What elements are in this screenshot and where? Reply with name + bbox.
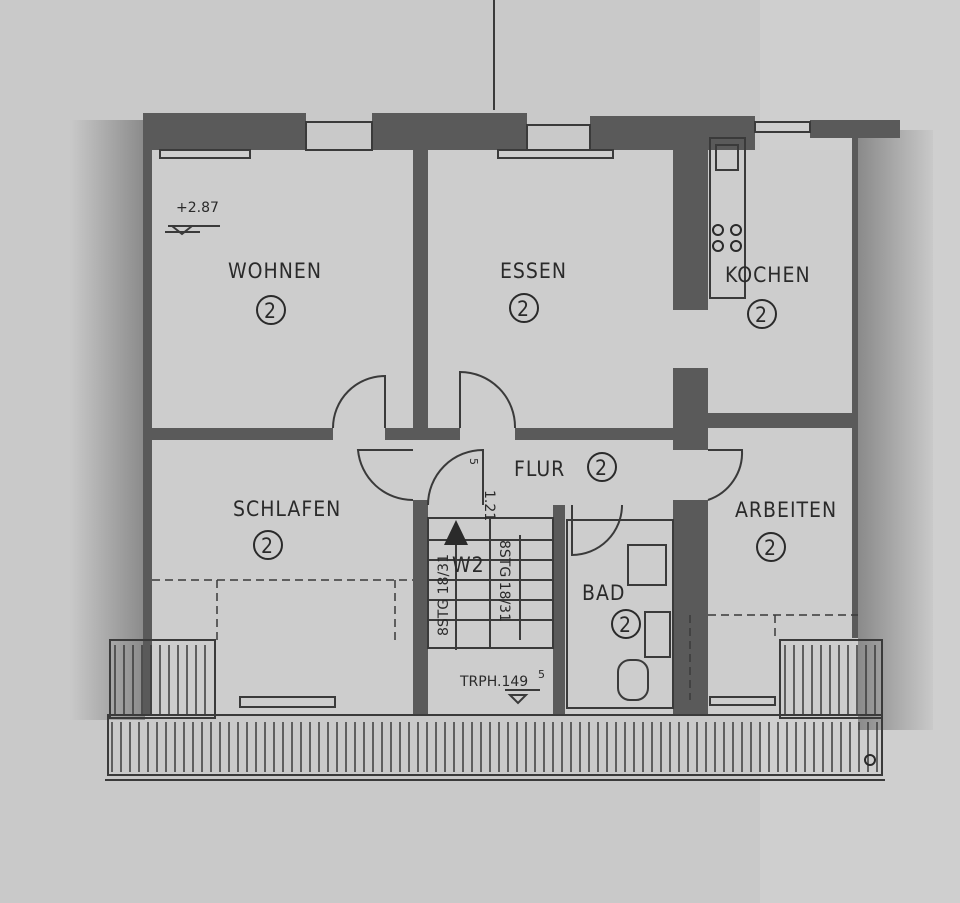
stair-steps-left: 8STG 18/31 <box>436 554 452 636</box>
room-label-arbeiten: ARBEITEN <box>735 498 837 522</box>
room-number-circle <box>587 452 617 482</box>
room-number-schlafen: 2 <box>261 534 274 558</box>
bath-fixtures <box>566 519 674 709</box>
walls <box>143 113 900 715</box>
room-number-arbeiten: 2 <box>764 536 777 560</box>
level-mark: +2.87 <box>176 200 219 216</box>
room-label-schlafen: SCHLAFEN <box>233 497 341 521</box>
balconies <box>105 639 885 781</box>
corner-marker-icon <box>864 754 876 766</box>
landing-level: TRPH.149 <box>459 674 528 690</box>
room-label-bad: BAD <box>582 581 625 605</box>
landing-level-sup: 5 <box>538 668 545 681</box>
railing-bars <box>111 645 878 772</box>
room-label-wohnen: WOHNEN <box>228 259 322 283</box>
kitchen-counter <box>709 137 746 299</box>
room-number-circle <box>256 295 286 325</box>
shadow-left <box>70 120 145 720</box>
room-label-flur: FLUR <box>514 457 565 481</box>
stair-steps-right: 8STG 18/31 <box>496 540 512 622</box>
landing-marker-icon <box>505 689 540 705</box>
stair-height: 1.21 <box>481 490 497 521</box>
level-marker-icon <box>165 225 220 236</box>
room-number-bad: 2 <box>619 613 632 637</box>
room-number-circle <box>756 532 786 562</box>
room-number-kochen: 2 <box>755 303 768 327</box>
room-number-circle <box>509 293 539 323</box>
room-number-circle <box>747 299 777 329</box>
room-number-circle <box>611 609 641 639</box>
room-label-kochen: KOCHEN <box>725 263 811 287</box>
stair-up-arrow-icon <box>444 520 468 545</box>
room-number-flur: 2 <box>595 456 608 480</box>
room-label-essen: ESSEN <box>500 259 567 283</box>
room-number-wohnen: 2 <box>264 299 277 323</box>
room-number-essen: 2 <box>517 297 530 321</box>
stair-height-sup: 5 <box>467 458 480 465</box>
dashed-lines <box>152 579 858 700</box>
shadow-right <box>858 130 933 730</box>
door-swings <box>332 370 744 557</box>
unit-label: W2 <box>452 553 485 577</box>
windows <box>159 121 811 708</box>
room-number-circle <box>253 530 283 560</box>
